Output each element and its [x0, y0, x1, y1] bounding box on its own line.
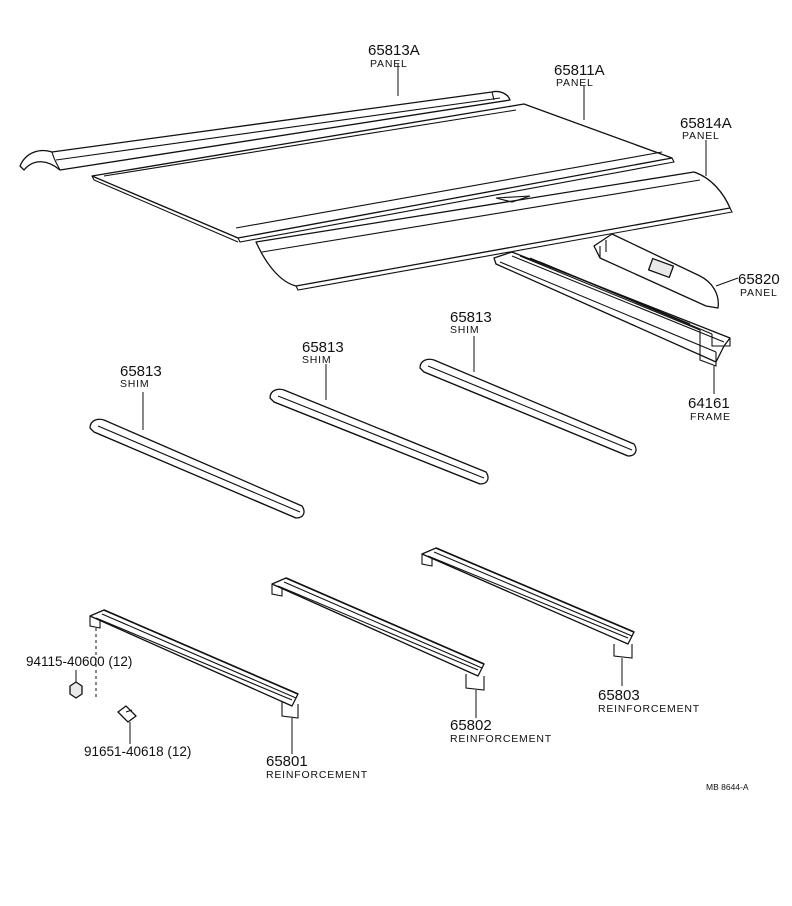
bolt-91651-part — [117, 705, 137, 723]
part-number: 65814A — [680, 115, 732, 132]
panel-65820-part — [593, 233, 719, 309]
panel-65813a-part — [19, 90, 511, 171]
part-number: 94115-40600 (12) — [26, 654, 132, 669]
part-name: REINFORCEMENT — [598, 703, 700, 715]
shim-right-part — [419, 358, 637, 457]
reinforcement-65802-part — [271, 577, 485, 691]
callout-shim-right: 65813 SHIM — [450, 309, 492, 336]
part-number: 65803 — [598, 687, 640, 704]
part-name: PANEL — [682, 130, 720, 142]
part-name: SHIM — [302, 354, 331, 366]
part-name: REINFORCEMENT — [450, 733, 552, 745]
callout-91651: 91651-40618 (12) — [84, 744, 191, 759]
callout-94115: 94115-40600 (12) — [26, 654, 132, 669]
frame-64161-part — [493, 251, 731, 367]
part-number: 65801 — [266, 753, 308, 770]
callout-65802: 65802 REINFORCEMENT — [450, 717, 552, 745]
callout-65811a: 65811A PANEL — [554, 62, 605, 89]
shim-left-part — [89, 418, 305, 519]
reinforcement-65801-part — [89, 609, 299, 719]
part-name: REINFORCEMENT — [266, 769, 368, 781]
part-number: 91651-40618 (12) — [84, 744, 191, 759]
drawing-code: MB 8644-A — [706, 782, 749, 792]
part-name: PANEL — [556, 77, 594, 89]
part-number: 64161 — [688, 395, 730, 412]
callout-65803: 65803 REINFORCEMENT — [598, 687, 700, 715]
panel-65811a-part — [91, 103, 675, 243]
part-number: 65813A — [368, 42, 420, 59]
callout-65801: 65801 REINFORCEMENT — [266, 753, 368, 781]
callout-shim-left: 65813 SHIM — [120, 363, 162, 390]
part-number: 65802 — [450, 717, 492, 734]
part-name: SHIM — [450, 324, 479, 336]
part-number: 65813 — [450, 309, 492, 326]
part-number: 65820 — [738, 271, 780, 288]
callout-shim-middle: 65813 SHIM — [302, 339, 344, 366]
part-name: PANEL — [370, 58, 408, 70]
part-number: 65813 — [302, 339, 344, 356]
part-number: 65813 — [120, 363, 162, 380]
part-name: FRAME — [690, 411, 731, 423]
reinforcement-65803-part — [421, 547, 635, 659]
part-number: 65811A — [554, 62, 605, 79]
callout-65813a: 65813A PANEL — [368, 42, 420, 70]
shim-middle-part — [269, 388, 489, 485]
panel-65814a-part — [255, 171, 733, 291]
callout-64161: 64161 FRAME — [688, 395, 731, 423]
callout-65820: 65820 PANEL — [738, 271, 780, 299]
callout-65814a: 65814A PANEL — [680, 115, 732, 142]
part-name: SHIM — [120, 378, 149, 390]
part-name: PANEL — [740, 287, 778, 299]
